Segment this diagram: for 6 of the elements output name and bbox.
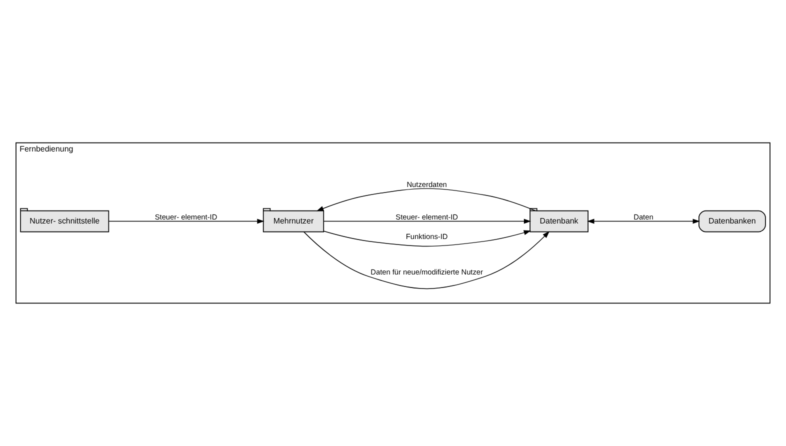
arrow <box>304 231 550 290</box>
arrow <box>324 218 532 224</box>
arrow <box>316 188 536 212</box>
arrow <box>323 230 531 247</box>
arrow <box>587 218 700 224</box>
arrow <box>108 218 264 224</box>
